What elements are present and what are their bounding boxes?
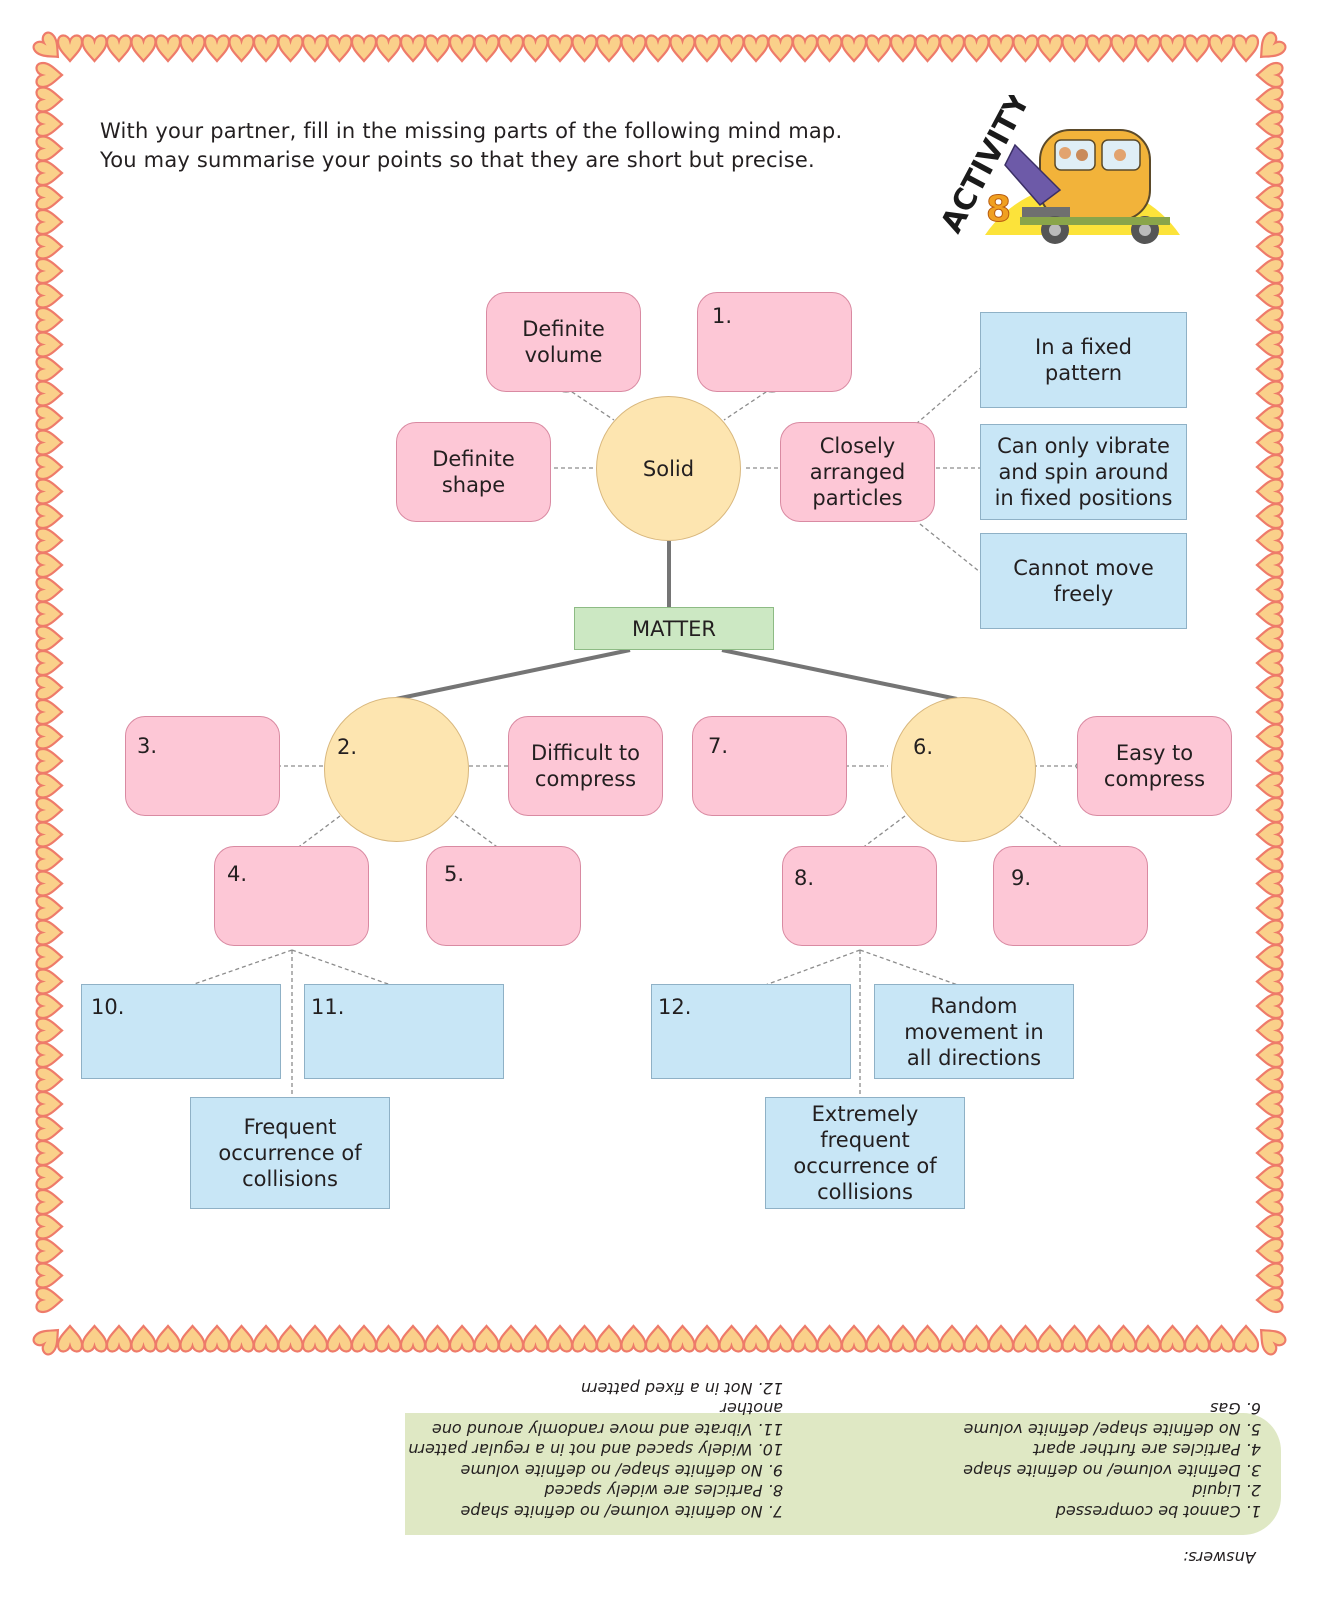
- answer-10: 10. Widely spaced and not in a regular p…: [408, 1440, 783, 1460]
- extremely-frequent-text: Extremely frequent occurrence of collisi…: [793, 1102, 937, 1204]
- answer-1: 1. Cannot be compressed: [1055, 1502, 1261, 1521]
- random-movement-text: Random movement in all directions: [904, 993, 1044, 1070]
- answer-8: 8. Particles are widely spaced: [544, 1481, 783, 1501]
- badge-number: 8: [986, 189, 1011, 230]
- answer-9: 9. No definite shape/ no definite volume: [460, 1461, 784, 1480]
- solid-label: Solid: [642, 456, 695, 481]
- answer-6: 6. Gas: [1210, 1399, 1261, 1419]
- blank-box-10[interactable]: 10.: [81, 984, 281, 1079]
- blank-number-3: 3.: [137, 734, 158, 758]
- blank-box-12[interactable]: 12.: [651, 984, 851, 1079]
- instruction-line-2: You may summarise your points so that th…: [100, 148, 815, 172]
- closely-arranged-text: Closely arranged particles: [809, 434, 906, 510]
- blank-number-2: 2.: [337, 735, 358, 759]
- solid-circle: Solid: [596, 396, 741, 541]
- blank-number-6: 6.: [913, 735, 934, 759]
- blank-number-10: 10.: [91, 995, 125, 1019]
- blank-box-7[interactable]: 7.: [692, 716, 847, 816]
- blank-number-12: 12.: [658, 995, 692, 1019]
- blank-number-7: 7.: [708, 734, 729, 758]
- dashed-connectors: [176, 359, 1083, 1103]
- answers-heading: Answers:: [1183, 1548, 1256, 1567]
- vibrate-spin-box: Can only vibrate and spin around in fixe…: [980, 424, 1187, 520]
- easy-compress-box: Easy to compress: [1077, 716, 1232, 816]
- activity-badge: ACTIVITY 8: [934, 95, 1180, 244]
- answer-4: 4. Particles are further apart: [1033, 1440, 1261, 1460]
- definite-shape-box: Definite shape: [396, 422, 551, 522]
- answer-7: 7. No definite volume/ no definite shape: [460, 1502, 784, 1521]
- answers-panel: 1. Cannot be compressed 2. Liquid 3. Def…: [405, 1379, 1281, 1535]
- cannot-move-box: Cannot move freely: [980, 533, 1187, 629]
- instructions: With your partner, fill in the missing p…: [100, 117, 842, 175]
- blank-number-9: 9.: [1011, 866, 1032, 890]
- answer-5: 5. No definite shape/ definite volume: [963, 1420, 1261, 1439]
- answers-column-2: 7. No definite volume/ no definite shape…: [405, 1378, 784, 1521]
- random-movement-box: Random movement in all directions: [874, 984, 1074, 1079]
- matter-label: MATTER: [632, 616, 716, 641]
- blank-box-8[interactable]: 8.: [782, 846, 937, 946]
- answer-11: 11. Vibrate and move randomly around one…: [431, 1399, 783, 1440]
- right-circle-6[interactable]: 6.: [891, 697, 1036, 842]
- car-illustration-icon: [1004, 129, 1170, 244]
- frequent-collisions-box: Frequent occurrence of collisions: [190, 1097, 390, 1209]
- answers-column-1: 1. Cannot be compressed 2. Liquid 3. Def…: [963, 1398, 1261, 1522]
- difficult-compress-box: Difficult to compress: [508, 716, 663, 816]
- easy-compress-text: Easy to compress: [1103, 741, 1206, 791]
- blank-box-5[interactable]: 5.: [426, 846, 581, 946]
- definite-volume-box: Definite volume: [486, 292, 641, 392]
- answer-2: 2. Liquid: [1192, 1481, 1261, 1501]
- fixed-pattern-box: In a fixed pattern: [980, 312, 1187, 408]
- blank-box-11[interactable]: 11.: [304, 984, 504, 1079]
- cannot-move-text: Cannot move freely: [1013, 556, 1154, 606]
- blank-number-5: 5.: [444, 862, 465, 886]
- instruction-line-1: With your partner, fill in the missing p…: [100, 119, 843, 143]
- blank-number-11: 11.: [311, 995, 345, 1019]
- extremely-frequent-box: Extremely frequent occurrence of collisi…: [765, 1097, 965, 1209]
- left-circle-2[interactable]: 2.: [324, 697, 469, 842]
- vibrate-spin-text: Can only vibrate and spin around in fixe…: [994, 434, 1173, 510]
- frequent-collisions-text: Frequent occurrence of collisions: [218, 1115, 362, 1191]
- blank-number-8: 8.: [794, 866, 815, 890]
- blank-box-3[interactable]: 3.: [125, 716, 280, 816]
- definite-shape-text: Definite shape: [432, 447, 515, 497]
- main-branches: [395, 541, 958, 701]
- definite-volume-text: Definite volume: [522, 317, 605, 367]
- matter-root-box: MATTER: [574, 607, 774, 650]
- fixed-pattern-text: In a fixed pattern: [1035, 335, 1132, 385]
- blank-number-4: 4.: [227, 862, 248, 886]
- answer-3: 3. Definite volume/ no definite shape: [963, 1461, 1261, 1480]
- blank-box-9[interactable]: 9.: [993, 846, 1148, 946]
- difficult-compress-text: Difficult to compress: [531, 741, 640, 791]
- blank-box-1[interactable]: 1.: [697, 292, 852, 392]
- answer-12: 12. Not in a fixed pattern: [580, 1379, 783, 1398]
- blank-number-1: 1.: [712, 304, 733, 328]
- blank-box-4[interactable]: 4.: [214, 846, 369, 946]
- closely-arranged-box: Closely arranged particles: [780, 422, 935, 522]
